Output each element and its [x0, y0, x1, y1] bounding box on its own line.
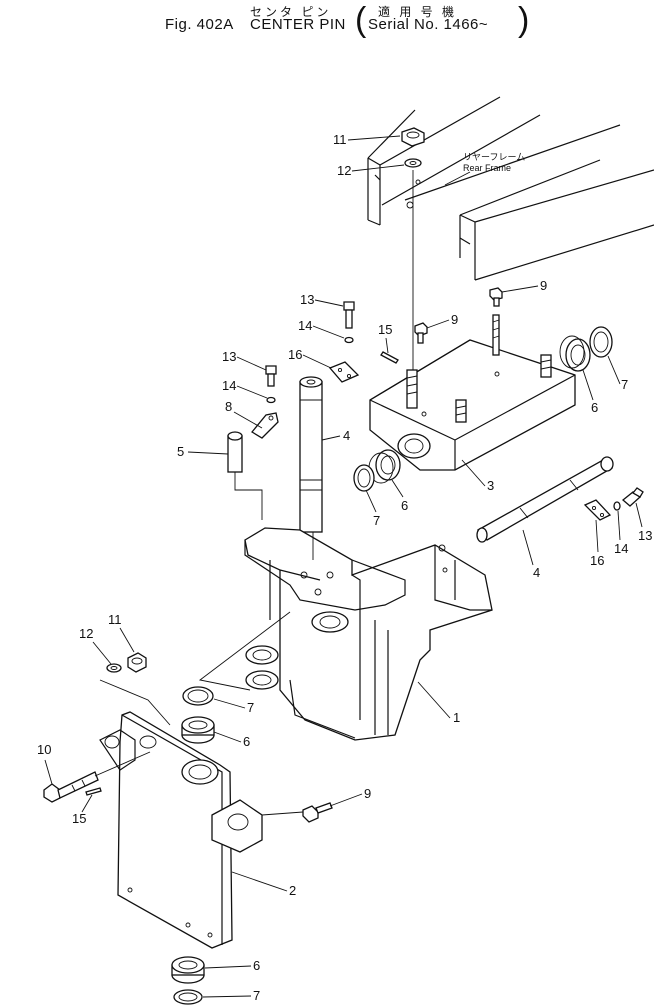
- washer-12-left: [106, 663, 122, 673]
- link-8: [251, 412, 279, 439]
- callout-10: 10: [37, 742, 51, 757]
- nut-axis-line: [99, 679, 171, 726]
- callout-9-mid: 9: [451, 312, 458, 327]
- title-jp-name: センタ ピン: [250, 5, 332, 19]
- callout-7-middle: 7: [247, 700, 254, 715]
- spring-pin-15-top: [380, 351, 399, 364]
- paren-left: (: [355, 1, 367, 39]
- callout-14-top: 14: [298, 318, 312, 333]
- rear-frame: リヤーフレーム Rear Frame: [367, 96, 654, 281]
- figure-number: Fig. 402A: [165, 16, 234, 33]
- callout-15-bottom: 15: [72, 811, 86, 826]
- callout-11-left: 11: [108, 612, 122, 627]
- paren-right: ): [518, 1, 530, 39]
- bolt-10: [43, 771, 99, 803]
- spring-pin-15-bottom: [85, 787, 102, 796]
- callout-3: 3: [487, 478, 494, 493]
- bolt-9-bottom: [302, 802, 333, 823]
- callout-14-right: 14: [614, 541, 628, 556]
- callout-12-top: 12: [337, 163, 351, 178]
- figure-name: CENTER PIN: [250, 16, 346, 33]
- title-jp-serial: 適 用 号 機: [378, 5, 458, 19]
- pin-4-vertical: [299, 376, 323, 533]
- callout-16-top: 16: [288, 347, 302, 362]
- rear-frame-jp-label: リヤーフレーム: [463, 152, 525, 162]
- callout-6-bottom: 6: [253, 958, 260, 973]
- washer-14-left: [266, 396, 276, 404]
- callout-2: 2: [289, 883, 296, 898]
- bolt-10-axis: [94, 751, 151, 777]
- seal-6-left: [368, 449, 401, 484]
- rear-frame-en-label: Rear Frame: [463, 163, 511, 173]
- callout-5: 5: [177, 444, 184, 459]
- callout-4-vertical: 4: [343, 428, 350, 443]
- washer-12-top: [404, 158, 422, 168]
- callout-9-right: 9: [540, 278, 547, 293]
- nut-11-top: [401, 127, 425, 147]
- pin-4-horizontal: [476, 456, 614, 543]
- bolt-9-axis: [261, 811, 304, 816]
- callout-6-middle: 6: [243, 734, 250, 749]
- callouts: 11 12 13 14 16 15 9 9 13 14 8 4 5 3 7 6 …: [37, 132, 652, 1003]
- seal-6-right: [559, 335, 591, 372]
- callout-13-right: 13: [638, 528, 652, 543]
- plate-16-right: [583, 499, 612, 521]
- washer-14-top: [344, 336, 354, 344]
- callout-15-top: 15: [378, 322, 392, 337]
- pin-5-axis: [234, 472, 263, 520]
- plate-16-top: [328, 361, 360, 383]
- stud-9-bracket: [492, 314, 500, 356]
- figure-title: センタ ピン 適 用 号 機 Fig. 402A CENTER PIN ( Se…: [0, 0, 654, 40]
- ring-7-right: [589, 326, 613, 358]
- callout-1: 1: [453, 710, 460, 725]
- callout-7-bottom: 7: [253, 988, 260, 1003]
- callout-11-top: 11: [333, 132, 347, 147]
- callout-13-left: 13: [222, 349, 236, 364]
- serial-range: Serial No. 1466~: [368, 16, 489, 33]
- callout-13-top: 13: [300, 292, 314, 307]
- seal-6-bottom: [171, 956, 205, 984]
- callout-14-left: 14: [222, 378, 236, 393]
- bolt-13-top: [343, 301, 355, 329]
- bolt-9-mid: [414, 322, 428, 344]
- callout-6-left: 6: [401, 498, 408, 513]
- cap-2: [99, 711, 263, 949]
- ring-7-left: [353, 464, 375, 492]
- frame-1: [244, 527, 493, 741]
- callout-7-left: 7: [373, 513, 380, 528]
- callout-6-right: 6: [591, 400, 598, 415]
- nut-11-left: [127, 652, 147, 673]
- callout-12-left: 12: [79, 626, 93, 641]
- pin-5: [227, 431, 243, 473]
- seal-6-middle: [181, 716, 215, 744]
- ring-7-middle: [182, 686, 214, 706]
- callout-16-right: 16: [590, 553, 604, 568]
- frame-to-ring-line: [198, 611, 291, 691]
- ring-7-bottom: [173, 989, 203, 1005]
- callout-8: 8: [225, 399, 232, 414]
- callout-9-bottom: 9: [364, 786, 371, 801]
- bolt-9-right: [489, 287, 503, 307]
- bolt-13-left: [265, 365, 277, 387]
- washer-14-right: [613, 501, 621, 511]
- bracket-3: [369, 339, 576, 471]
- bolt-13-right: [621, 487, 644, 507]
- callout-4-horizontal: 4: [533, 565, 540, 580]
- callout-7-right: 7: [621, 377, 628, 392]
